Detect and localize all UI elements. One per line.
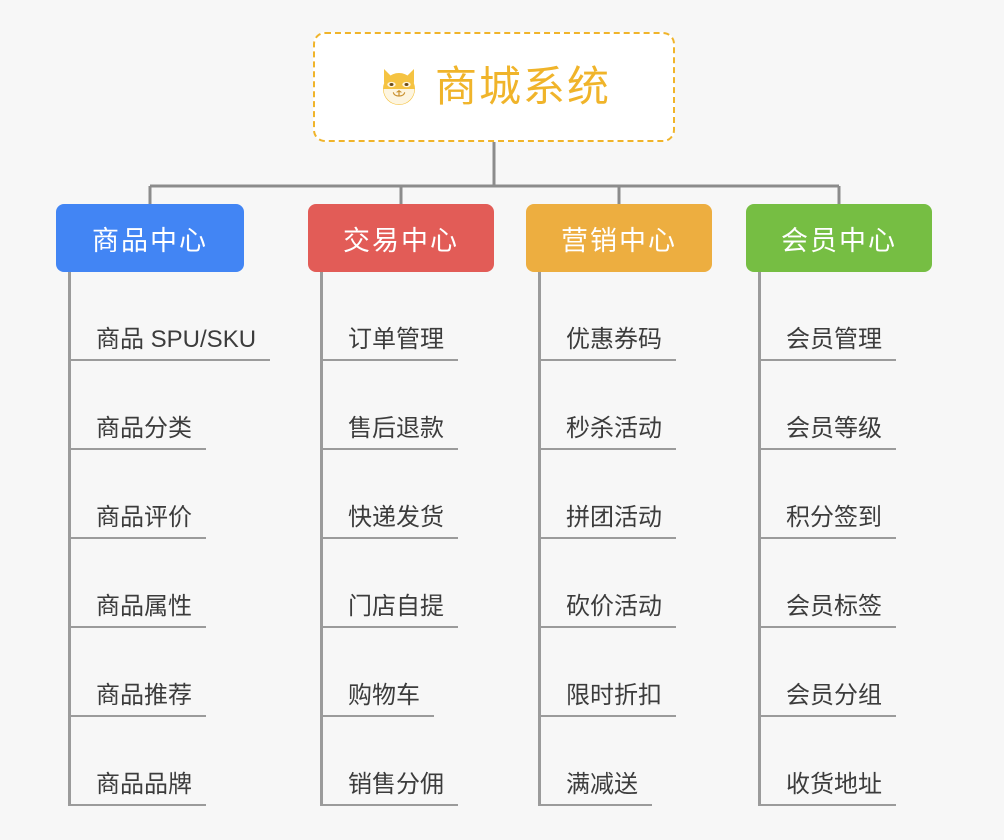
leaf-item[interactable]: 商品属性: [56, 539, 244, 628]
leaf-list-marketing-center: 优惠券码 秒杀活动 拼团活动 砍价活动 限时折扣 满减送: [526, 272, 712, 806]
branch-label: 商品中心: [92, 225, 208, 256]
leaf-item[interactable]: 积分签到: [746, 450, 932, 539]
leaf-item[interactable]: 会员标签: [746, 539, 932, 628]
leaf-item[interactable]: 购物车: [308, 628, 494, 717]
leaf-label: 会员分组: [758, 682, 896, 717]
leaf-item[interactable]: 商品品牌: [56, 717, 244, 806]
leaf-label: 门店自提: [320, 593, 458, 628]
leaf-item[interactable]: 售后退款: [308, 361, 494, 450]
leaf-item[interactable]: 销售分佣: [308, 717, 494, 806]
leaf-item[interactable]: 拼团活动: [526, 450, 712, 539]
leaf-label: 收货地址: [758, 771, 896, 806]
leaf-label: 商品属性: [68, 593, 206, 628]
branch-label: 会员中心: [781, 225, 897, 256]
leaf-label: 砍价活动: [538, 593, 676, 628]
root-node[interactable]: 商城系统: [313, 32, 675, 142]
branch-header-product-center[interactable]: 商品中心: [56, 204, 244, 272]
branch-header-member-center[interactable]: 会员中心: [746, 204, 932, 272]
leaf-label: 会员标签: [758, 593, 896, 628]
leaf-label: 订单管理: [320, 326, 458, 361]
shiba-dog-face-icon: [377, 65, 421, 109]
leaf-item[interactable]: 秒杀活动: [526, 361, 712, 450]
branch-product-center: 商品中心 商品 SPU/SKU 商品分类 商品评价 商品属性 商品推荐 商品品牌: [56, 204, 271, 806]
branch-trade-center: 交易中心 订单管理 售后退款 快递发货 门店自提 购物车 销售分佣: [308, 204, 494, 806]
leaf-list-product-center: 商品 SPU/SKU 商品分类 商品评价 商品属性 商品推荐 商品品牌: [56, 272, 271, 806]
leaf-spine: [320, 272, 323, 806]
leaf-item[interactable]: 会员等级: [746, 361, 932, 450]
leaf-item[interactable]: 订单管理: [308, 272, 494, 361]
leaf-item[interactable]: 砍价活动: [526, 539, 712, 628]
branch-label: 营销中心: [561, 225, 677, 256]
leaf-item[interactable]: 优惠券码: [526, 272, 712, 361]
leaf-label: 商品品牌: [68, 771, 206, 806]
branch-label: 交易中心: [343, 225, 459, 256]
leaf-item[interactable]: 满减送: [526, 717, 712, 806]
leaf-item[interactable]: 快递发货: [308, 450, 494, 539]
leaf-spine: [538, 272, 541, 806]
leaf-label: 商品分类: [68, 415, 206, 450]
leaf-label: 购物车: [320, 682, 434, 717]
leaf-label: 商品推荐: [68, 682, 206, 717]
leaf-spine: [68, 272, 71, 806]
leaf-item[interactable]: 商品分类: [56, 361, 244, 450]
leaf-item[interactable]: 商品推荐: [56, 628, 244, 717]
leaf-label: 快递发货: [320, 504, 458, 539]
leaf-label: 会员管理: [758, 326, 896, 361]
leaf-item[interactable]: 会员分组: [746, 628, 932, 717]
leaf-label: 限时折扣: [538, 682, 676, 717]
leaf-item[interactable]: 商品评价: [56, 450, 244, 539]
leaf-label: 满减送: [538, 771, 652, 806]
leaf-item[interactable]: 限时折扣: [526, 628, 712, 717]
leaf-label: 商品 SPU/SKU: [68, 326, 271, 361]
leaf-item[interactable]: 会员管理: [746, 272, 932, 361]
leaf-label: 会员等级: [758, 415, 896, 450]
leaf-label: 优惠券码: [538, 326, 676, 361]
leaf-label: 商品评价: [68, 504, 206, 539]
leaf-label: 秒杀活动: [538, 415, 676, 450]
leaf-item[interactable]: 商品 SPU/SKU: [56, 272, 271, 361]
branch-member-center: 会员中心 会员管理 会员等级 积分签到 会员标签 会员分组 收货地址: [746, 204, 932, 806]
leaf-label: 售后退款: [320, 415, 458, 450]
branch-header-marketing-center[interactable]: 营销中心: [526, 204, 712, 272]
leaf-label: 拼团活动: [538, 504, 676, 539]
root-title: 商城系统: [434, 63, 611, 110]
leaf-list-member-center: 会员管理 会员等级 积分签到 会员标签 会员分组 收货地址: [746, 272, 932, 806]
branch-header-trade-center[interactable]: 交易中心: [308, 204, 494, 272]
leaf-item[interactable]: 门店自提: [308, 539, 494, 628]
branch-marketing-center: 营销中心 优惠券码 秒杀活动 拼团活动 砍价活动 限时折扣 满减送: [526, 204, 712, 806]
leaf-item[interactable]: 收货地址: [746, 717, 932, 806]
leaf-label: 积分签到: [758, 504, 896, 539]
leaf-list-trade-center: 订单管理 售后退款 快递发货 门店自提 购物车 销售分佣: [308, 272, 494, 806]
leaf-spine: [758, 272, 761, 806]
leaf-label: 销售分佣: [320, 771, 458, 806]
